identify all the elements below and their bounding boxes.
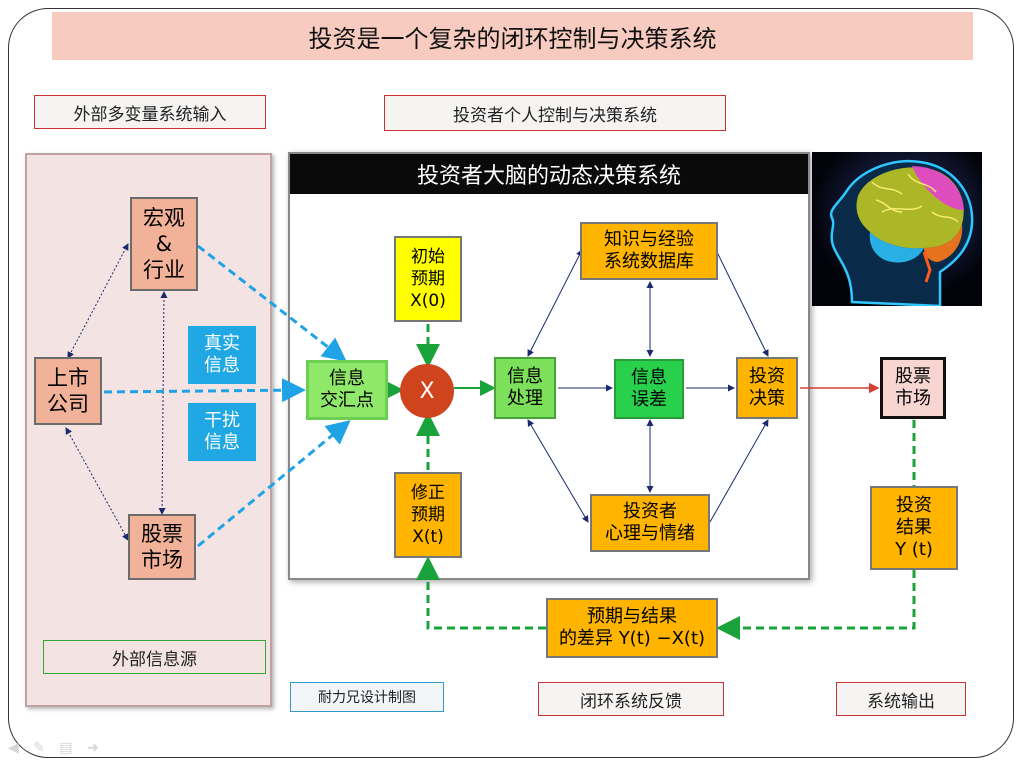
arrow-macro-hub bbox=[197, 244, 347, 362]
investment-result-node: 投资 结果 Y (t) bbox=[870, 486, 958, 570]
brain-panel-title: 投资者大脑的动态决策系统 bbox=[290, 154, 808, 194]
initial-expectation-node: 初始 预期 X(0) bbox=[394, 236, 462, 322]
arrow-knowledge-decision bbox=[715, 249, 769, 357]
credit-label: 耐力兄设计制图 bbox=[290, 682, 444, 712]
listed-company-node: 上市 公司 bbox=[34, 357, 102, 425]
investment-decision-node: 投资 决策 bbox=[736, 357, 798, 419]
revised-expectation-node: 修正 预期 X(t) bbox=[394, 472, 462, 558]
brain-image bbox=[812, 152, 982, 306]
link-company-market bbox=[65, 427, 129, 541]
forward-arrow-icon[interactable]: ➜ bbox=[87, 740, 99, 756]
slide-title: 投资是一个复杂的闭环控制与决策系统 bbox=[52, 12, 973, 60]
info-error-node: 信息 误差 bbox=[614, 359, 684, 419]
knowledge-database-node: 知识与经验 系统数据库 bbox=[580, 222, 718, 280]
arrow-diff-revised bbox=[416, 556, 546, 630]
personal-system-label: 投资者个人控制与决策系统 bbox=[384, 95, 726, 131]
arrow-result-diff bbox=[716, 570, 916, 640]
external-source-label: 外部信息源 bbox=[43, 640, 266, 674]
system-output-label: 系统输出 bbox=[836, 682, 966, 716]
link-macro-market bbox=[158, 291, 168, 515]
brain-illustration bbox=[812, 152, 982, 306]
difference-node: 预期与结果 的差异 Y(t) −X(t) bbox=[546, 598, 718, 658]
investor-psychology-node: 投资者 心理与情绪 bbox=[590, 494, 710, 552]
arrow-company-hub bbox=[103, 378, 306, 403]
comparison-x-node: X bbox=[400, 364, 454, 418]
macro-industry-node: 宏观 & 行业 bbox=[130, 197, 198, 291]
link-process-knowledge bbox=[527, 249, 583, 357]
back-arrow-icon[interactable]: ◀ bbox=[8, 740, 19, 756]
external-input-label: 外部多变量系统输入 bbox=[34, 95, 266, 129]
noise-info-box: 干扰 信息 bbox=[188, 403, 256, 461]
info-process-node: 信息 处理 bbox=[494, 357, 556, 419]
arrow-market-hub bbox=[197, 420, 351, 548]
true-info-box: 真实 信息 bbox=[188, 326, 256, 384]
link-macro-company bbox=[67, 243, 129, 359]
arrow-psych-decision bbox=[709, 419, 769, 523]
info-hub-node: 信息 交汇点 bbox=[306, 360, 388, 420]
pen-icon[interactable]: ✎ bbox=[33, 740, 45, 756]
slide-frame bbox=[8, 8, 1014, 758]
slide-toolbar: ◀ ✎ ▤ ➜ bbox=[8, 740, 128, 760]
link-process-psych bbox=[527, 419, 589, 523]
stock-market-left-node: 股票 市场 bbox=[128, 514, 196, 580]
feedback-label: 闭环系统反馈 bbox=[538, 682, 724, 716]
stock-market-right-node: 股票 市场 bbox=[880, 357, 946, 419]
menu-icon[interactable]: ▤ bbox=[59, 740, 73, 756]
